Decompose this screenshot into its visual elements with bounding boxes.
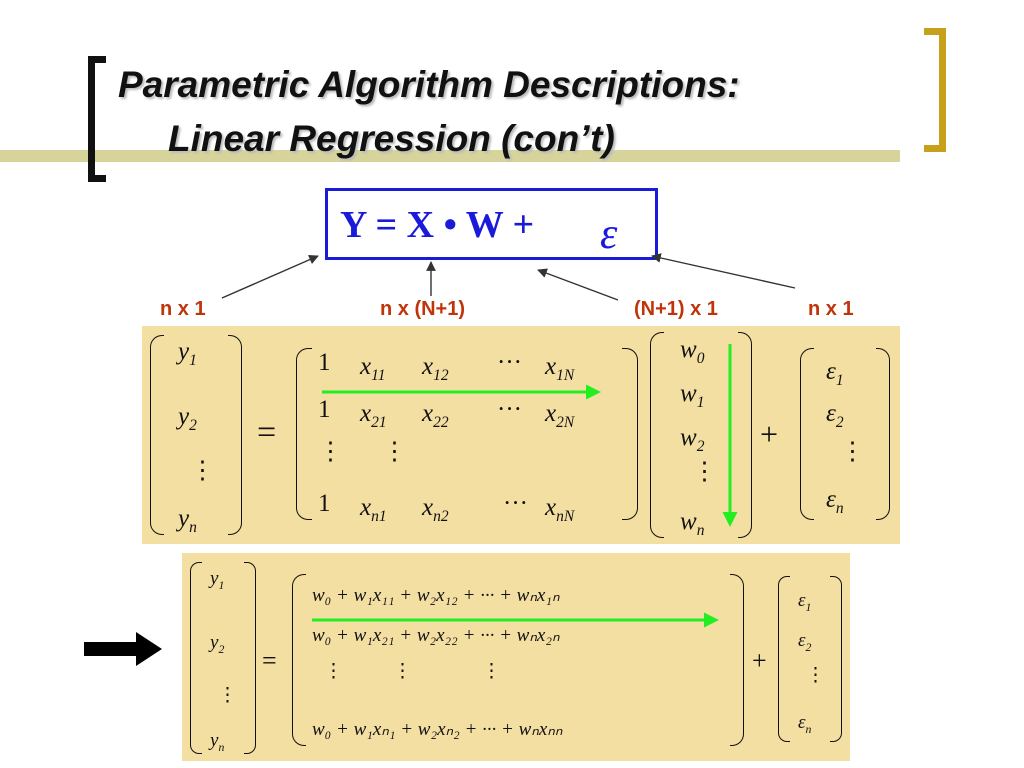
left-bracket-decoration: [88, 56, 106, 182]
x-entry: x21: [360, 400, 387, 431]
eps2-vdots: ⋮: [806, 665, 825, 686]
w-entry: wn: [680, 508, 705, 539]
y2-entry: y2: [210, 632, 225, 656]
x-entry: x11: [360, 353, 386, 384]
equals-sign-2: =: [262, 646, 277, 675]
eps2-entry: εn: [798, 712, 812, 736]
x-entry: xn1: [360, 494, 387, 525]
pointer-y: [221, 255, 319, 299]
plus-sign: +: [760, 416, 779, 452]
y-vdots: ⋮: [190, 457, 215, 484]
eps-entry: ε1: [826, 358, 844, 389]
title-underline-bar: [0, 150, 900, 162]
x-one: 1: [318, 396, 331, 423]
equation-epsilon: ε: [600, 209, 618, 258]
x-hdots: ···: [503, 490, 528, 517]
x-vdots: ⋮: [382, 438, 407, 465]
x-entry: xnN: [545, 494, 575, 525]
w-entry: w1: [680, 380, 705, 411]
y2-entry: yn: [210, 730, 225, 754]
slide-title-line2: Linear Regression (con’t): [168, 118, 615, 159]
pointer-w: [537, 268, 619, 301]
x-entry: x22: [422, 400, 449, 431]
dim-label-y: n x 1: [160, 298, 206, 320]
w-vdots: ⋮: [692, 458, 717, 485]
w-entry: w0: [680, 336, 705, 367]
expanded-row: w₀ + w₁xₙ₁ + w₂xₙ₂ + ··· + wₙxₙₙ: [312, 719, 563, 740]
expanded-form-panel: [182, 553, 850, 761]
right-bracket-decoration: [924, 28, 946, 152]
y-entry: y2: [178, 403, 197, 434]
expanded-vdots: ⋮: [393, 661, 412, 682]
x-one: 1: [318, 490, 331, 517]
expanded-row: w₀ + w₁x₁₁ + w₂x₁₂ + ··· + wₙx₁ₙ: [312, 585, 560, 606]
eps2-entry: ε1: [798, 590, 812, 614]
x-entry: x2N: [545, 400, 575, 431]
y-entry: yn: [178, 505, 197, 536]
dim-label-w: (N+1) x 1: [634, 298, 718, 320]
eps-entry: εn: [826, 486, 844, 517]
expanded-row: w₀ + w₁x₂₁ + w₂x₂₂ + ··· + wₙx₂ₙ: [312, 625, 560, 646]
x-entry: xn2: [422, 494, 449, 525]
x-hdots: ···: [497, 396, 522, 423]
y2-entry: y1: [210, 568, 225, 592]
dim-label-eps: n x 1: [808, 298, 854, 320]
x-hdots: ···: [497, 349, 522, 376]
equation-box: [325, 188, 658, 260]
eps2-entry: ε2: [798, 630, 812, 654]
expanded-vdots: ⋮: [324, 661, 343, 682]
x-vdots: ⋮: [318, 438, 343, 465]
eps2-vector-left-paren: [778, 576, 790, 742]
equals-sign: =: [257, 414, 277, 451]
y-entry: y1: [178, 338, 197, 369]
y2-vector-left-paren: [190, 562, 202, 754]
slide-title-line1: Parametric Algorithm Descriptions:: [118, 64, 740, 105]
x-entry: x12: [422, 353, 449, 384]
eps-vdots: ⋮: [840, 438, 865, 465]
pointer-eps: [651, 253, 796, 289]
plus-sign-2: +: [752, 646, 767, 675]
equation-text: Y = X • W +: [340, 204, 535, 246]
matrix-form-panel: [142, 326, 900, 544]
x-matrix-left-paren: [296, 348, 312, 520]
w-entry: w2: [680, 424, 705, 455]
dim-label-x: n x (N+1): [380, 298, 466, 320]
y2-vdots: ⋮: [218, 685, 237, 706]
eps-entry: ε2: [826, 400, 844, 431]
x-one: 1: [318, 349, 331, 376]
expanded-vdots: ⋮: [482, 661, 501, 682]
x-entry: x1N: [545, 353, 575, 384]
